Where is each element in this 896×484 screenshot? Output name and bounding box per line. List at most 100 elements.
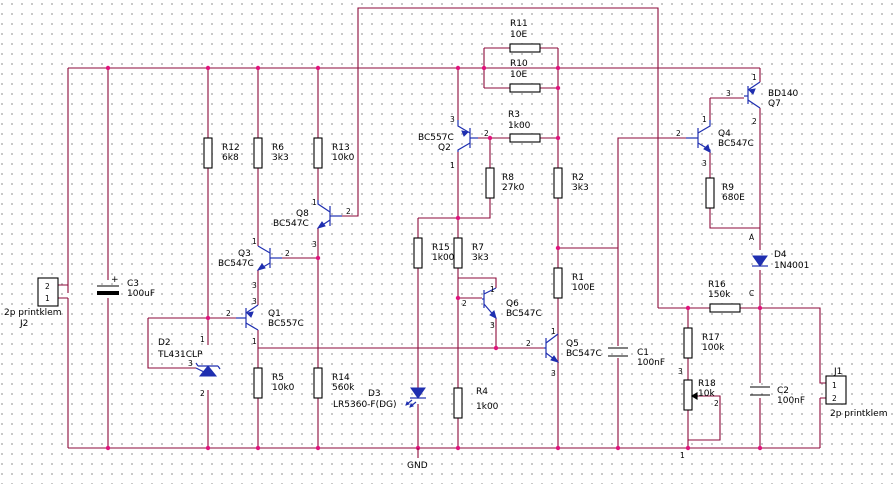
svg-text:560k: 560k <box>332 383 355 393</box>
svg-text:TL431CLP: TL431CLP <box>157 350 203 360</box>
resistor-r10[interactable]: R10 10E <box>509 59 541 93</box>
junction-dot <box>255 65 261 71</box>
resistor-r11[interactable]: R11 10E <box>509 19 541 53</box>
svg-text:10E: 10E <box>510 30 527 40</box>
connector-j1[interactable]: 1 2 J1 2p printklem <box>825 367 887 419</box>
svg-text:BC547C: BC547C <box>506 309 542 319</box>
svg-text:1: 1 <box>252 337 257 346</box>
svg-text:BC547C: BC547C <box>718 139 754 149</box>
svg-text:6k8: 6k8 <box>222 153 239 163</box>
svg-text:C: C <box>749 289 754 298</box>
svg-text:Q4: Q4 <box>718 129 731 139</box>
svg-text:R11: R11 <box>510 19 528 29</box>
transistor-q2[interactable]: BC557C Q2 3 2 1 <box>418 115 489 170</box>
junction-dot <box>105 65 111 71</box>
resistor-r4[interactable]: R4 1k00 <box>453 387 499 419</box>
svg-text:Q1: Q1 <box>268 309 281 319</box>
resistor-r6[interactable]: R6 3k3 <box>253 137 289 169</box>
junction-dot <box>455 295 461 301</box>
junctions <box>105 65 763 451</box>
svg-text:2p printklem: 2p printklem <box>830 409 887 419</box>
svg-text:Q3: Q3 <box>238 249 251 259</box>
capacitor-c1[interactable]: C1 100nF <box>608 347 665 368</box>
svg-text:3: 3 <box>726 89 731 98</box>
transistor-q1[interactable]: Q1 BC557C 3 2 1 <box>226 297 304 346</box>
junction-dot <box>685 305 691 311</box>
resistor-r1[interactable]: R1 100E <box>553 267 595 299</box>
diode-d2[interactable]: D2 TL431CLP 1 3 2 <box>157 335 221 398</box>
junction-dot <box>757 445 763 451</box>
svg-text:2: 2 <box>714 399 719 408</box>
svg-text:R16: R16 <box>708 280 726 290</box>
svg-text:R14: R14 <box>332 373 350 383</box>
potentiometer-r18[interactable]: R18 10k 3 2 1 <box>678 367 719 460</box>
svg-text:BD140: BD140 <box>768 89 799 99</box>
resistor-r7[interactable]: R7 3k3 <box>453 237 489 269</box>
resistor-r14[interactable]: R14 560k <box>313 367 355 399</box>
transistor-q4[interactable]: Q4 BC547C 1 2 3 <box>676 115 754 168</box>
diode-d4[interactable]: D4 1N4001 A C <box>749 233 809 298</box>
junction-dot <box>315 65 321 71</box>
svg-text:C1: C1 <box>637 348 649 358</box>
svg-text:2: 2 <box>285 249 290 258</box>
svg-text:Q2: Q2 <box>438 143 451 153</box>
svg-text:R3: R3 <box>508 110 520 120</box>
svg-text:1: 1 <box>680 451 685 460</box>
resistor-r13[interactable]: R13 10k0 <box>313 137 355 169</box>
svg-text:Q5: Q5 <box>566 339 579 349</box>
svg-text:1: 1 <box>551 327 556 336</box>
svg-text:C2: C2 <box>777 386 789 396</box>
svg-text:100nF: 100nF <box>777 396 805 406</box>
svg-text:C3: C3 <box>127 279 139 289</box>
resistor-r12[interactable]: R12 6k8 <box>203 137 240 169</box>
resistor-r15[interactable]: R15 1k00 <box>413 237 455 269</box>
resistor-r17[interactable]: R17 100k <box>683 327 725 359</box>
resistor-r16[interactable]: R16 150k <box>708 280 741 313</box>
junction-dot <box>105 445 111 451</box>
svg-text:1: 1 <box>252 237 257 246</box>
svg-text:2p printklem: 2p printklem <box>4 308 61 318</box>
svg-text:2: 2 <box>200 389 205 398</box>
capacitor-c3[interactable]: + C3 100uF <box>97 275 155 299</box>
connector-j2[interactable]: 2 1 2p printklem J2 <box>4 277 61 329</box>
resistor-r8[interactable]: R8 27k0 <box>485 167 525 199</box>
svg-text:D3: D3 <box>368 389 381 399</box>
svg-text:R8: R8 <box>502 173 514 183</box>
junction-dot <box>493 345 499 351</box>
svg-text:R6: R6 <box>272 143 284 153</box>
transistor-q6[interactable]: Q6 BC547C 1 2 3 <box>462 285 542 330</box>
junction-dot <box>685 445 691 451</box>
capacitor-c2[interactable]: C2 100nF <box>750 386 805 406</box>
transistor-q3[interactable]: Q3 BC547C 1 2 3 <box>218 237 290 290</box>
wires <box>58 7 826 449</box>
junction-dot <box>205 315 211 321</box>
resistor-r3[interactable]: R3 1k00 <box>508 110 541 143</box>
svg-text:3k3: 3k3 <box>272 153 289 163</box>
junction-dot <box>555 135 561 141</box>
svg-text:LR5360-F(DG): LR5360-F(DG) <box>333 400 397 410</box>
transistor-q7[interactable]: BD140 Q7 1 3 2 <box>726 73 799 126</box>
led-d3[interactable]: D3 LR5360-F(DG) <box>333 387 426 410</box>
svg-text:3: 3 <box>252 297 257 306</box>
svg-text:100uF: 100uF <box>127 289 155 299</box>
gnd-label: GND <box>407 448 428 471</box>
svg-text:R7: R7 <box>472 243 484 253</box>
svg-text:1: 1 <box>490 285 495 294</box>
svg-text:R9: R9 <box>722 183 734 193</box>
svg-text:R2: R2 <box>572 173 584 183</box>
svg-text:10E: 10E <box>510 70 527 80</box>
svg-text:27k0: 27k0 <box>502 183 525 193</box>
svg-text:3k3: 3k3 <box>572 183 589 193</box>
svg-text:1: 1 <box>450 161 455 170</box>
resistor-r5[interactable]: R5 10k0 <box>253 367 295 399</box>
svg-text:R13: R13 <box>332 143 350 153</box>
transistor-q8[interactable]: Q8 BC547C 1 2 3 <box>273 198 351 249</box>
resistor-r2[interactable]: R2 3k3 <box>553 167 589 199</box>
junction-dot <box>615 445 621 451</box>
resistor-r9[interactable]: R9 680E <box>705 177 745 209</box>
svg-text:1: 1 <box>752 73 757 82</box>
transistor-q5[interactable]: Q5 BC547C 1 2 3 <box>526 327 602 378</box>
junction-dot <box>555 445 561 451</box>
svg-text:BC547C: BC547C <box>273 219 309 229</box>
